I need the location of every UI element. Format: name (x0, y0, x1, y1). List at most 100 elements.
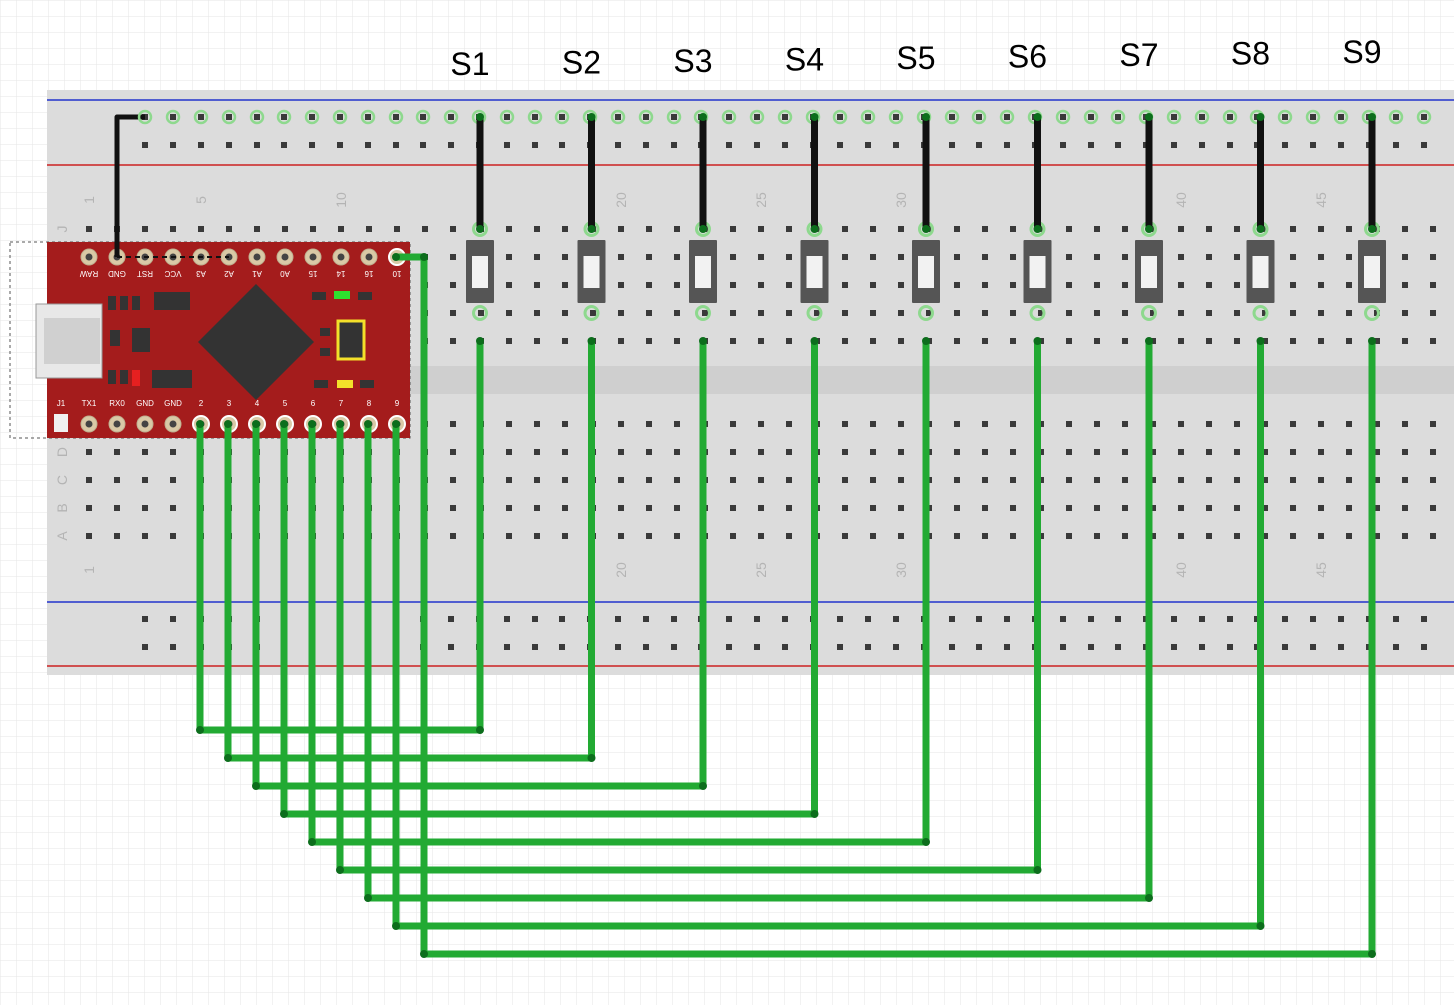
breadboard-hole (1262, 533, 1268, 539)
connected-hole (888, 109, 904, 125)
breadboard-hole (1318, 533, 1324, 539)
breadboard-hole (86, 449, 92, 455)
column-number: 25 (753, 562, 769, 578)
breadboard-hole (1234, 421, 1240, 427)
breadboard-hole (1227, 114, 1233, 120)
breadboard-hole (893, 616, 899, 622)
connected-hole (666, 109, 682, 125)
jumper-j1 (54, 414, 68, 432)
breadboard-hole (1282, 114, 1288, 120)
smd-part (132, 328, 150, 352)
wire-joint (699, 337, 707, 345)
breadboard-hole (898, 477, 904, 483)
breadboard-hole (534, 449, 540, 455)
breadboard-hole (1402, 254, 1408, 260)
breadboard-hole (758, 421, 764, 427)
board-pin-label: 6 (311, 399, 316, 408)
wire-joint (1145, 113, 1153, 121)
breadboard-hole (534, 421, 540, 427)
smd-part (358, 292, 372, 300)
breadboard-hole (730, 421, 736, 427)
breadboard-hole (730, 505, 736, 511)
board-pin-label: 16 (364, 269, 373, 278)
breadboard-hole (142, 449, 148, 455)
switch-label: S2 (562, 45, 601, 81)
wire-joint (1033, 337, 1042, 345)
breadboard-hole (170, 644, 176, 650)
breadboard-hole (1430, 282, 1436, 288)
breadboard-hole (1346, 226, 1352, 232)
breadboard-hole (754, 142, 760, 148)
breadboard-hole (1402, 338, 1408, 344)
breadboard-hole (1066, 310, 1072, 316)
breadboard-hole (1393, 142, 1399, 148)
board-pin-label: 5 (283, 399, 288, 408)
breadboard-hole (1338, 644, 1344, 650)
breadboard-hole (618, 449, 624, 455)
board-pin-label: GND (136, 399, 154, 408)
wire-joint (1145, 894, 1153, 902)
breadboard-hole (726, 644, 732, 650)
board-pin-label: VCC (164, 269, 181, 278)
board-pin-label: 3 (227, 399, 232, 408)
wire-joint (196, 420, 204, 428)
breadboard-hole (1346, 254, 1352, 260)
breadboard-hole (837, 114, 843, 120)
breadboard-hole (842, 282, 848, 288)
board-pin-hole (85, 420, 93, 428)
wire-joint (476, 337, 484, 345)
breadboard-hole (982, 282, 988, 288)
breadboard-hole (1094, 254, 1100, 260)
breadboard-hole (365, 142, 371, 148)
microcontroller-chip (198, 284, 314, 400)
breadboard-hole (254, 226, 260, 232)
wire-joint (196, 726, 204, 734)
board-pin-label: 2 (199, 399, 204, 408)
breadboard-hole (1234, 310, 1240, 316)
wire-joint (810, 113, 819, 121)
wire-joint (1256, 113, 1265, 121)
breadboard-hole (1010, 449, 1016, 455)
breadboard-hole (534, 505, 540, 511)
breadboard-hole (450, 533, 456, 539)
breadboard-hole (1318, 338, 1324, 344)
breadboard-hole (86, 226, 92, 232)
breadboard-hole (1171, 644, 1177, 650)
switch-label: S6 (1008, 39, 1047, 75)
board-pin-hole (253, 253, 261, 261)
breadboard-hole (1094, 338, 1100, 344)
breadboard-hole (1010, 310, 1016, 316)
column-number: 25 (753, 192, 769, 208)
breadboard-hole (394, 226, 400, 232)
breadboard-hole (786, 477, 792, 483)
wire-joint (1256, 225, 1265, 233)
switch-label: S7 (1119, 37, 1158, 73)
breadboard-hole (674, 338, 680, 344)
breadboard-hole (506, 226, 512, 232)
breadboard-hole (726, 114, 732, 120)
breadboard-hole (837, 644, 843, 650)
breadboard-hole (142, 505, 148, 511)
breadboard-hole (450, 477, 456, 483)
breadboard-hole (1402, 533, 1408, 539)
breadboard-hole (1234, 282, 1240, 288)
row-letter: C (54, 475, 70, 485)
breadboard-hole (758, 505, 764, 511)
breadboard-hole (1234, 254, 1240, 260)
breadboard-hole (450, 310, 456, 316)
breadboard-hole (450, 282, 456, 288)
breadboard-hole (1115, 616, 1121, 622)
breadboard-hole (562, 226, 568, 232)
breadboard-hole (1393, 616, 1399, 622)
breadboard-hole (1010, 477, 1016, 483)
smd-part (132, 296, 140, 310)
breadboard-hole (504, 114, 510, 120)
connected-hole (1252, 305, 1269, 321)
connected-hole (1333, 109, 1349, 125)
breadboard-hole (1178, 254, 1184, 260)
breadboard-hole (1206, 282, 1212, 288)
breadboard-hole (782, 644, 788, 650)
breadboard-hole (726, 616, 732, 622)
breadboard-hole (1374, 477, 1380, 483)
breadboard-hole (450, 338, 456, 344)
